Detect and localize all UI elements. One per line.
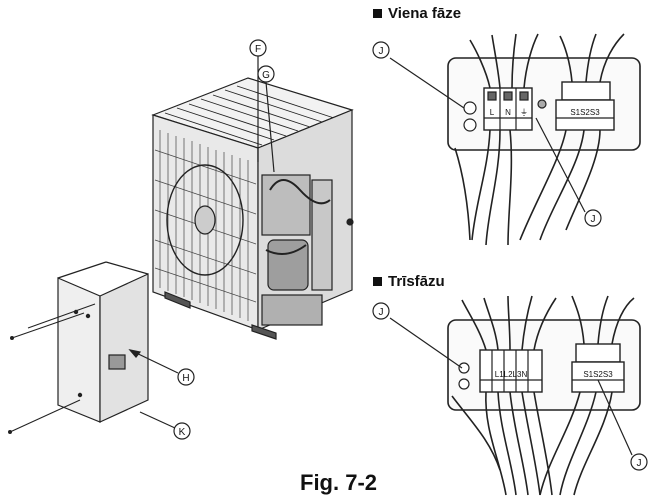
terminal-label-N: N xyxy=(505,108,511,117)
heading-single-phase-text: Viena fāze xyxy=(388,5,462,22)
terminal-label-s1s2s3-single: S1S2S3 xyxy=(570,108,600,117)
callout-G-circle xyxy=(257,65,275,83)
callout-J-label-1: J xyxy=(379,46,384,57)
callout-J-circle-4 xyxy=(630,453,648,471)
terminal-label-l1l2l3n: L1L2L3N xyxy=(495,370,528,379)
callout-J-circle-1 xyxy=(372,41,390,59)
leader-J-1 xyxy=(389,57,465,109)
three-phase-terminal-box xyxy=(447,295,641,496)
callout-J-circle-3 xyxy=(372,302,390,320)
bullet-square-icon xyxy=(373,9,382,18)
side-panel xyxy=(57,261,149,423)
callout-K-circle xyxy=(173,422,191,440)
leader-J-4 xyxy=(597,379,633,456)
terminal-label-L: L xyxy=(490,108,495,117)
outdoor-unit xyxy=(151,77,354,340)
leader-J-2 xyxy=(535,117,586,213)
callout-K-label: K xyxy=(179,427,186,438)
heading-three-phase: Trīsfāzu xyxy=(373,273,445,290)
callout-J-label-4: J xyxy=(637,458,642,469)
callout-J-label-2: J xyxy=(591,214,596,225)
leader-K xyxy=(139,411,176,429)
figure-caption: Fig. 7-2 xyxy=(300,470,378,495)
heading-single-phase: Viena fāze xyxy=(373,5,461,22)
callout-J-circle-2 xyxy=(584,209,602,227)
arrowhead-H xyxy=(128,349,142,358)
callout-H-label: H xyxy=(182,373,189,384)
leader-J-3 xyxy=(389,317,463,369)
terminal-label-ground: ⏚ xyxy=(520,108,528,117)
bullet-square-icon xyxy=(373,277,382,286)
screw-arrows xyxy=(8,303,96,434)
leader-G xyxy=(265,81,275,173)
callout-G-label: G xyxy=(262,70,270,81)
callout-F-label: F xyxy=(255,44,261,55)
terminal-label-s1s2s3-three: S1S2S3 xyxy=(583,370,613,379)
callout-F-circle xyxy=(249,39,267,57)
callout-H-circle xyxy=(177,368,195,386)
single-phase-terminal-box xyxy=(447,33,641,246)
heading-three-phase-text: Trīsfāzu xyxy=(388,273,445,290)
callout-J-label-3: J xyxy=(379,307,384,318)
